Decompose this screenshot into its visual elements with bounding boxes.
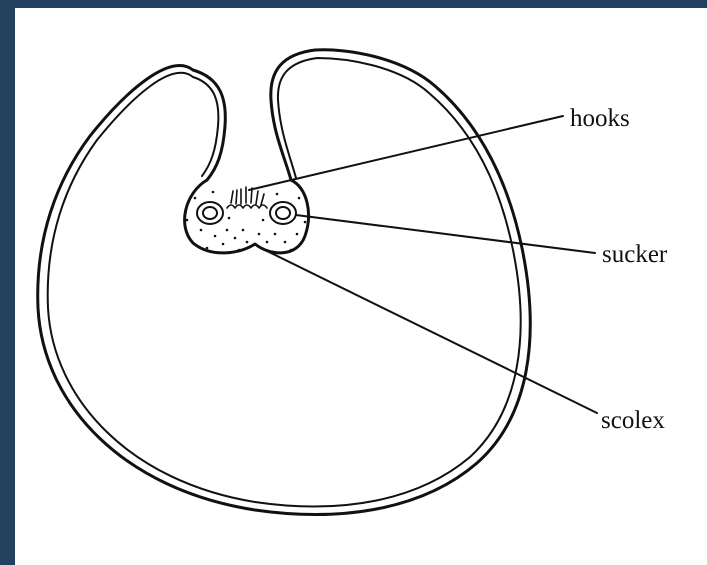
label-hooks: hooks xyxy=(570,106,630,131)
sucker-left xyxy=(197,202,223,224)
pointer-sucker xyxy=(296,215,595,253)
diagram-canvas: hooks sucker scolex xyxy=(15,8,707,565)
label-scolex: scolex xyxy=(601,408,665,433)
label-sucker: sucker xyxy=(602,242,667,267)
neck-left-inner xyxy=(193,77,218,176)
hooks-crown xyxy=(227,187,267,208)
pointer-scolex xyxy=(267,251,597,413)
cyst-wall-inner xyxy=(48,58,521,507)
sucker-right xyxy=(270,202,296,224)
pointer-hooks xyxy=(249,116,563,190)
cysticercus-drawing xyxy=(15,8,707,565)
